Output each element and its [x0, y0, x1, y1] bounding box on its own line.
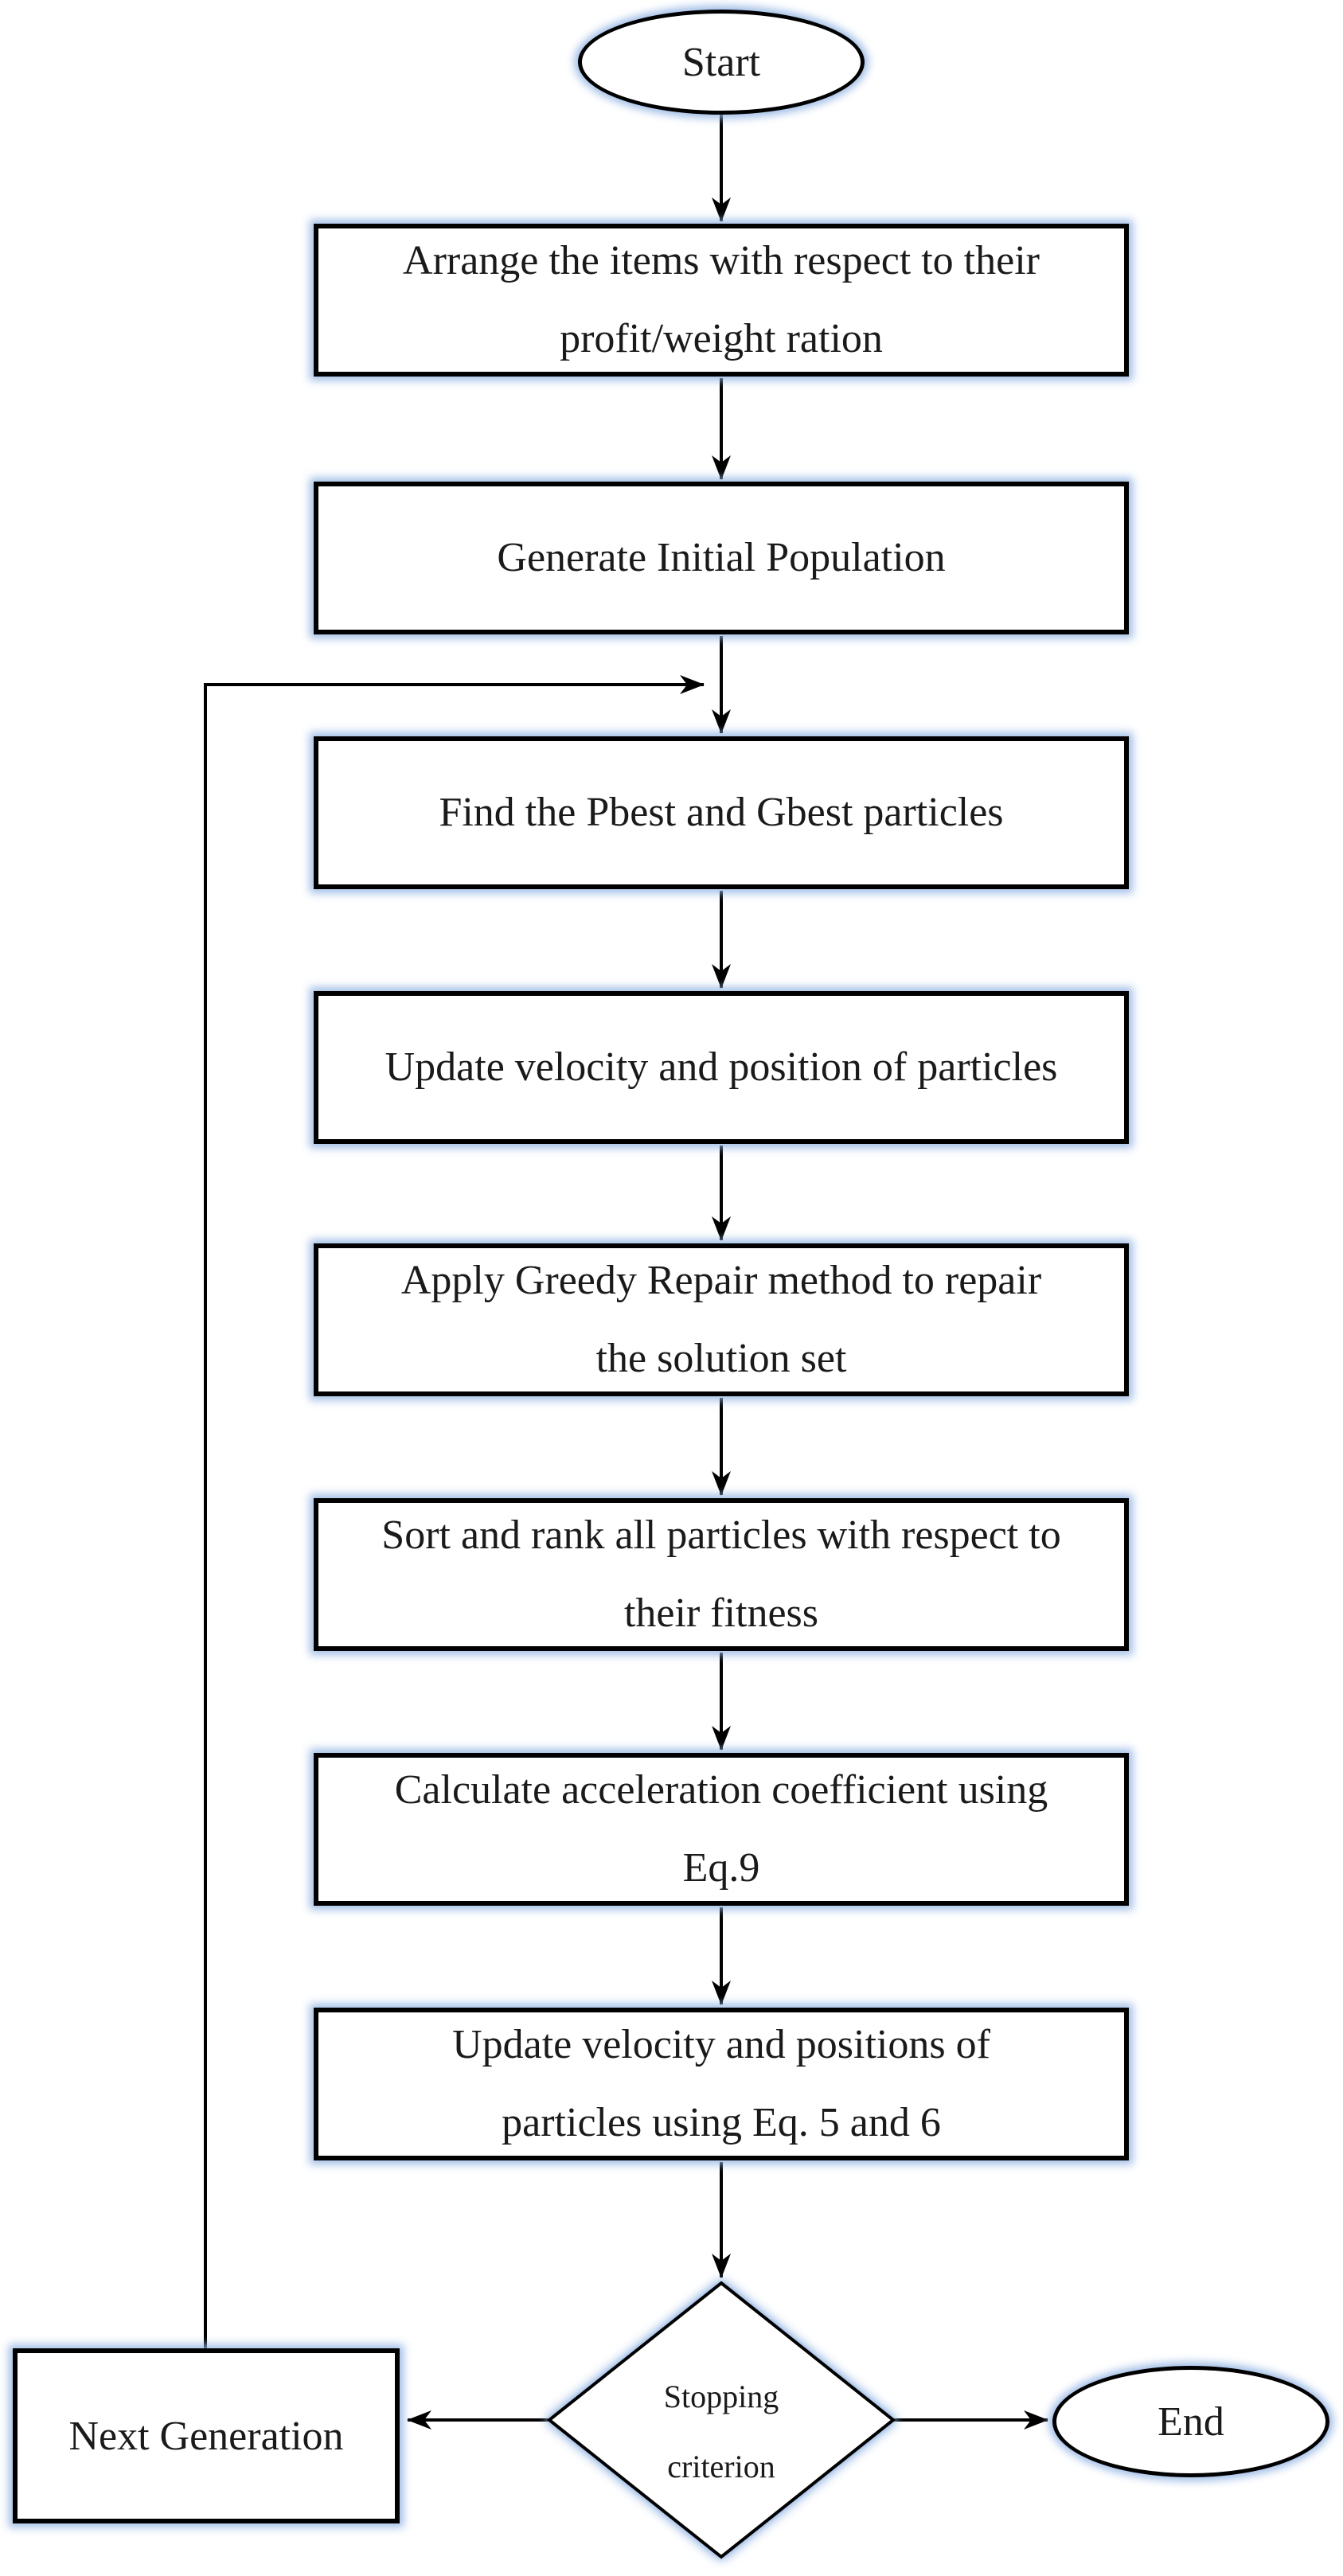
process-text-line: their fitness	[623, 1590, 819, 1636]
connector-loop-nextgen-to-merge	[204, 675, 705, 2350]
process-text-line: profit/weight ration	[560, 316, 883, 361]
process-text-line: Calculate acceleration coefficient using	[394, 1766, 1048, 1813]
next-generation-box: Next Generation	[13, 2348, 400, 2523]
process-box-acceleration-coefficient: Calculate acceleration coefficient using…	[314, 1753, 1129, 1906]
start-terminator: Start	[578, 10, 865, 115]
decision-text-line: Stopping	[663, 2379, 779, 2414]
process-text-line: the solution set	[595, 1336, 847, 1381]
process-box-find-pbest-gbest: Find the Pbest and Gbest particles	[314, 736, 1129, 889]
process-text-line: Sort and rank all particles with respect…	[381, 1512, 1061, 1558]
process-text-line: Generate Initial Population	[497, 534, 946, 580]
process-text-line: Update velocity and positions of	[452, 2021, 990, 2067]
process-box-generate-population: Generate Initial Population	[314, 482, 1129, 634]
process-box-update-velocity-eq: Update velocity and positions of particl…	[314, 2008, 1129, 2160]
process-text-line: Find the Pbest and Gbest particles	[439, 789, 1004, 835]
decision-label: Stopping criterion	[549, 2358, 893, 2506]
process-text-line: Update velocity and position of particle…	[385, 1044, 1058, 1090]
process-text-line: Eq.9	[682, 1845, 760, 1891]
process-box-update-velocity-position: Update velocity and position of particle…	[314, 991, 1129, 1144]
end-label: End	[1158, 2398, 1224, 2445]
process-text-line: Apply Greedy Repair method to repair	[400, 1257, 1042, 1303]
decision-diamond	[546, 2281, 896, 2559]
process-text-line: Arrange the items with respect to their	[403, 237, 1040, 283]
process-text-line: particles using Eq. 5 and 6	[502, 2100, 941, 2145]
process-box-greedy-repair: Apply Greedy Repair method to repair the…	[314, 1243, 1129, 1396]
next-generation-label: Next Generation	[68, 2413, 344, 2459]
start-label: Start	[681, 39, 761, 85]
end-terminator: End	[1052, 2366, 1329, 2477]
decision-text-line: criterion	[667, 2449, 775, 2484]
process-box-arrange-items: Arrange the items with respect to their …	[314, 224, 1129, 377]
process-box-sort-rank: Sort and rank all particles with respect…	[314, 1498, 1129, 1651]
